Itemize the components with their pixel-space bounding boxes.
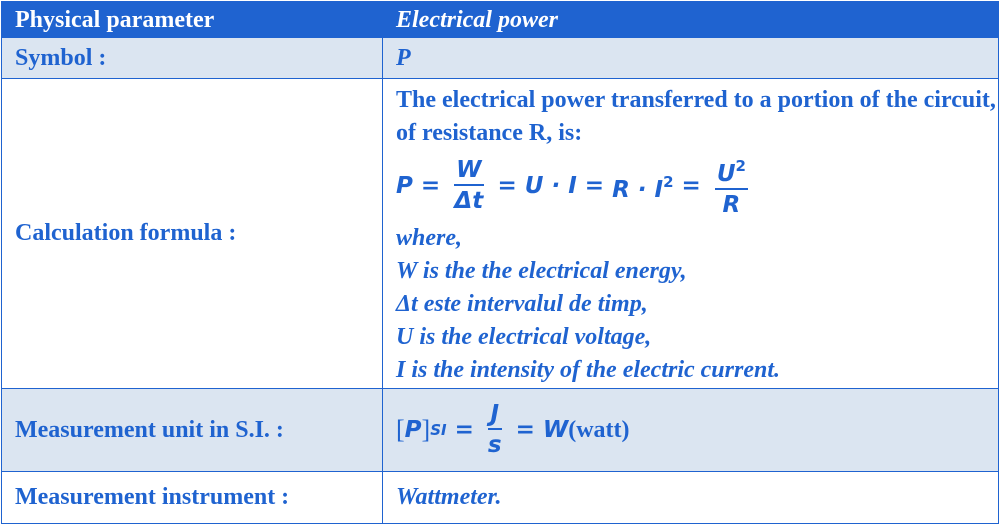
formula-lhs: P: [396, 172, 413, 199]
symbol-value: P: [382, 37, 999, 79]
instrument-row: Measurement instrument : Wattmeter.: [1, 471, 999, 524]
calculation-label: Calculation formula :: [1, 78, 383, 389]
unit-content: [P]SI = J s = W (watt): [382, 388, 999, 472]
unit-row: Measurement unit in S.I. : [P]SI = J s =…: [1, 388, 999, 472]
calculation-intro: The electrical power transferred to a po…: [396, 87, 996, 146]
definition-item: Δt este intervalul de timp,: [396, 291, 648, 317]
fraction-w-over-dt: W Δt: [454, 157, 484, 214]
symbol-row: Symbol : P: [1, 37, 999, 79]
definition-item: I is the intensity of the electric curre…: [396, 357, 780, 383]
power-formula: P = W Δt = U · I = R · I2 = U2 R: [396, 150, 998, 222]
instrument-value: Wattmeter.: [382, 471, 999, 524]
definition-item: U is the electrical voltage,: [396, 324, 652, 350]
header-label-cell: Physical parameter: [1, 1, 383, 38]
calculation-content: The electrical power transferred to a po…: [382, 78, 999, 389]
header-value-cell: Electrical power: [382, 1, 999, 38]
calculation-row: Calculation formula : The electrical pow…: [1, 78, 999, 389]
fraction-u2-over-r: U2 R: [714, 157, 748, 218]
instrument-label: Measurement instrument :: [1, 471, 383, 524]
formula-ri2: R · I2: [612, 172, 674, 203]
formula-ui: U · I: [524, 172, 577, 199]
where-label: where,: [396, 225, 462, 251]
unit-name: (watt): [568, 416, 630, 443]
unit-formula: [P]SI = J s = W (watt): [396, 401, 630, 458]
header-row: Physical parameter Electrical power: [1, 1, 999, 38]
unit-label: Measurement unit in S.I. :: [1, 388, 383, 472]
symbol-label: Symbol :: [1, 37, 383, 79]
definition-item: W is the the electrical energy,: [396, 258, 687, 284]
fraction-j-over-s: J s: [487, 401, 502, 458]
